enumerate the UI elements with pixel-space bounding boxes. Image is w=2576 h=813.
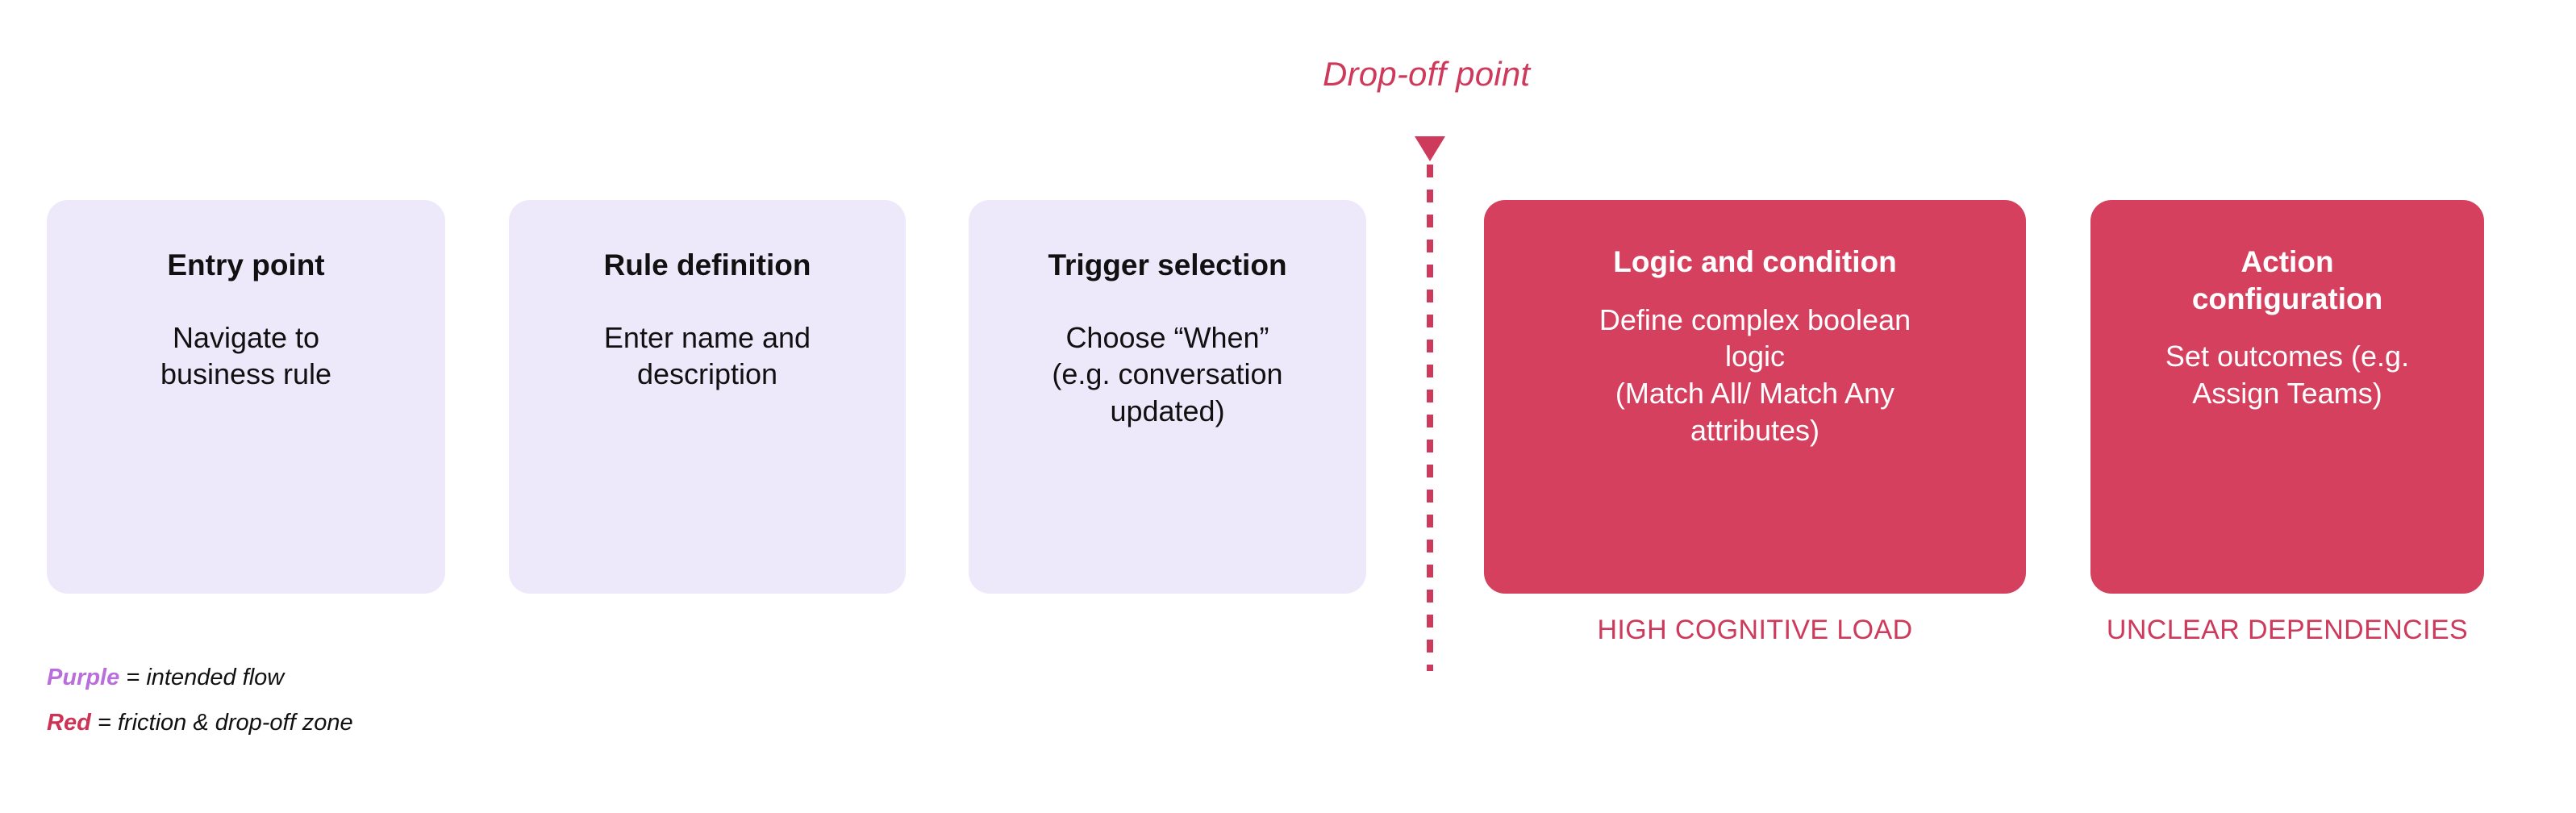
flow-step-body: Choose “When” (e.g. conversation updated… xyxy=(1052,320,1283,427)
flow-step-title: Trigger selection xyxy=(1048,248,1287,281)
flow-step-body: Define complex boolean logic (Match All/… xyxy=(1599,302,1911,447)
flow-step-body: Set outcomes (e.g. Assign Teams) xyxy=(2165,340,2410,410)
legend-description-red: friction & drop-off zone xyxy=(117,710,353,736)
legend-item-red: Red = friction & drop-off zone xyxy=(47,711,353,735)
vertical-dashed-line-icon xyxy=(1427,165,1433,671)
flow-step-title: Entry point xyxy=(167,248,325,281)
flow-step-card-trigger-selection[interactable]: Trigger selection Choose “When” (e.g. co… xyxy=(969,200,1366,594)
legend-key-purple: Purple xyxy=(47,665,120,690)
flow-step-title: Logic and condition xyxy=(1613,245,1897,278)
flow-step-title: Rule definition xyxy=(603,248,811,281)
friction-note-unclear-dependencies: UNCLEAR DEPENDENCIES xyxy=(2106,615,2469,645)
flow-step-card-rule-definition[interactable]: Rule definition Enter name and descripti… xyxy=(509,200,906,594)
legend: Purple = intended flow Red = friction & … xyxy=(47,666,353,757)
legend-separator-red: = xyxy=(90,710,118,736)
legend-separator-purple: = xyxy=(119,665,147,690)
flow-step-card-logic-and-condition[interactable]: Logic and condition Define complex boole… xyxy=(1484,200,2026,594)
legend-item-purple: Purple = intended flow xyxy=(47,666,353,690)
dropoff-point-label: Drop-off point xyxy=(1323,55,1531,93)
flow-step-card-entry-point[interactable]: Entry point Navigate to business rule xyxy=(47,200,445,594)
friction-note-high-cognitive-load: HIGH COGNITIVE LOAD xyxy=(1597,615,1913,645)
flow-step-card-action-configuration[interactable]: Action configuration Set outcomes (e.g. … xyxy=(2090,200,2484,594)
legend-description-purple: intended flow xyxy=(146,665,285,690)
flow-step-title: Action configuration xyxy=(2191,245,2383,315)
flow-step-body: Enter name and description xyxy=(603,320,811,391)
legend-key-red: Red xyxy=(47,710,91,736)
down-triangle-icon xyxy=(1415,136,1445,161)
flow-step-body: Navigate to business rule xyxy=(160,320,332,391)
